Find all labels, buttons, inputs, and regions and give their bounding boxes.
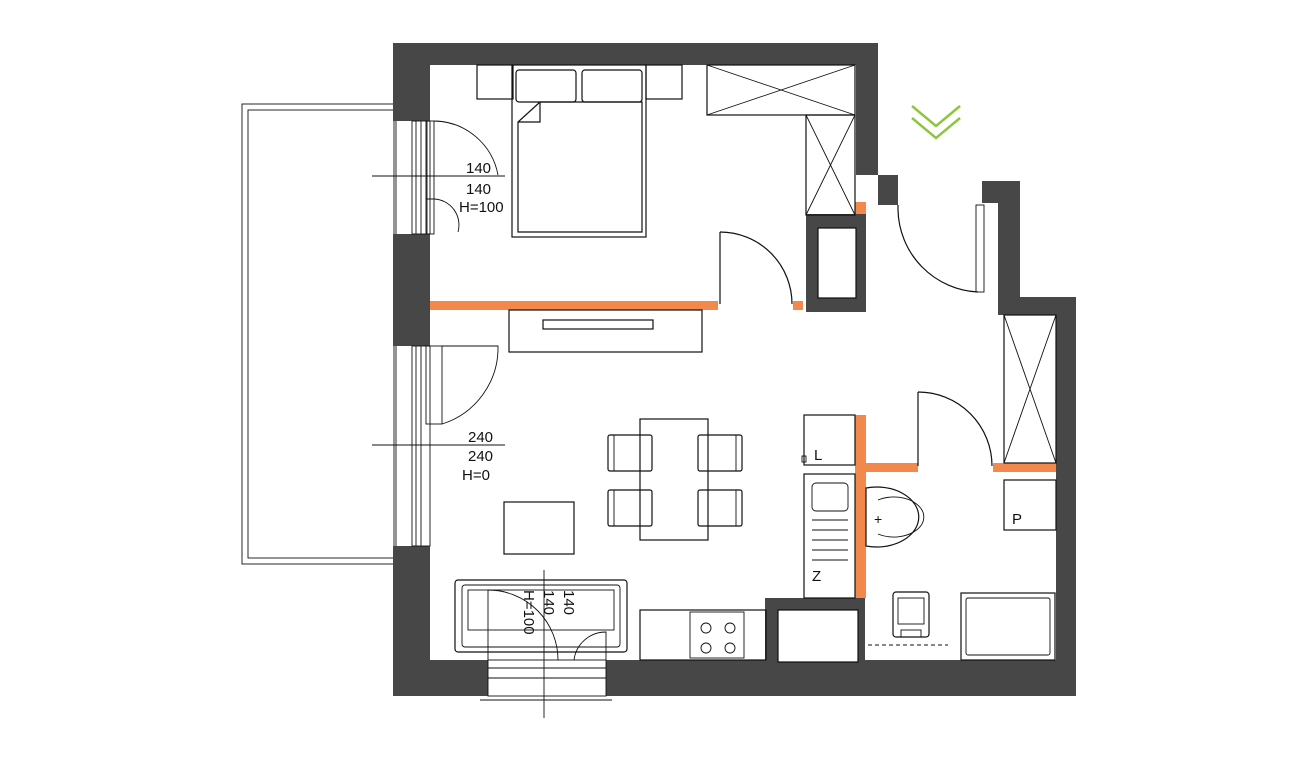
window-width: 140 xyxy=(466,160,491,177)
window-width: 140 xyxy=(560,590,577,615)
exterior-walls xyxy=(393,43,1076,696)
window-kitchen xyxy=(487,659,607,697)
window-label-living: 240 240 H=0 xyxy=(462,429,493,484)
kitchen-wall-block xyxy=(765,598,865,663)
window-label-bedroom: 140 140 H=100 xyxy=(459,160,504,216)
wardrobe xyxy=(706,64,856,216)
bathtub xyxy=(960,592,1056,661)
dining-table xyxy=(607,418,743,541)
bed xyxy=(476,64,683,238)
new-partitions xyxy=(430,202,1056,598)
door-swing-arc-icon xyxy=(425,120,993,701)
window-height: 140 xyxy=(540,590,557,615)
fridge-mark: L xyxy=(814,447,822,464)
kitchen-sink: Z xyxy=(803,473,856,599)
tv-cabinet xyxy=(508,309,703,353)
window-bedroom xyxy=(411,120,431,235)
window-living xyxy=(411,345,431,547)
double-chevron-down-icon xyxy=(911,105,961,140)
balcony xyxy=(241,103,397,565)
dishwasher-mark: Z xyxy=(812,568,821,585)
window-width: 240 xyxy=(468,429,493,446)
window-sill: H=0 xyxy=(462,467,490,484)
window-sill: H=100 xyxy=(459,199,504,216)
kitchen-counter xyxy=(639,609,767,661)
washing-machine: P xyxy=(1003,479,1057,531)
sofa xyxy=(454,579,628,653)
washer-mark: P xyxy=(1012,511,1022,528)
wardrobe-hall xyxy=(1003,314,1057,464)
coffee-table xyxy=(503,501,575,555)
window-height: 240 xyxy=(468,448,493,465)
toilet xyxy=(868,591,948,646)
fridge: L xyxy=(801,414,856,466)
dimension-lines xyxy=(372,175,545,718)
window-sill: H=100 xyxy=(520,590,537,635)
washbasin: + xyxy=(865,486,925,548)
window-height: 140 xyxy=(466,181,491,198)
tap-icon: + xyxy=(874,511,882,527)
window-label-kitchen: 140 140 H=100 xyxy=(520,590,577,635)
installation-shaft xyxy=(806,214,866,312)
